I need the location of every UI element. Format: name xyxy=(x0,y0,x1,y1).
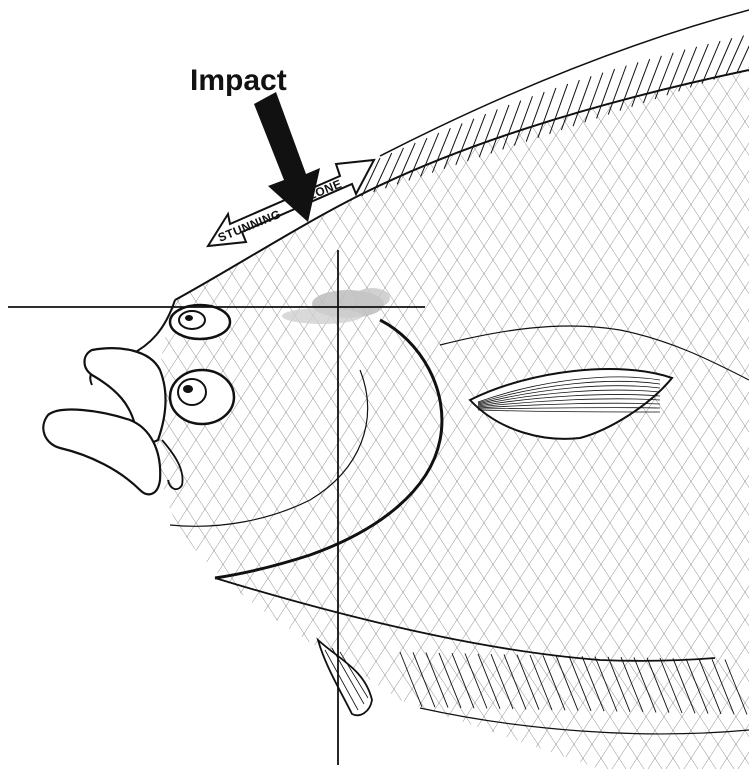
fish-head xyxy=(43,300,234,494)
fish-belly-outline xyxy=(215,578,715,661)
brain-target-area xyxy=(282,288,390,324)
impact-arrow xyxy=(254,92,320,222)
pelvic-fin xyxy=(318,640,372,715)
impact-label: Impact xyxy=(190,64,287,97)
pectoral-fin xyxy=(470,369,672,439)
lower-eye xyxy=(170,370,234,424)
upper-eye xyxy=(170,305,230,339)
